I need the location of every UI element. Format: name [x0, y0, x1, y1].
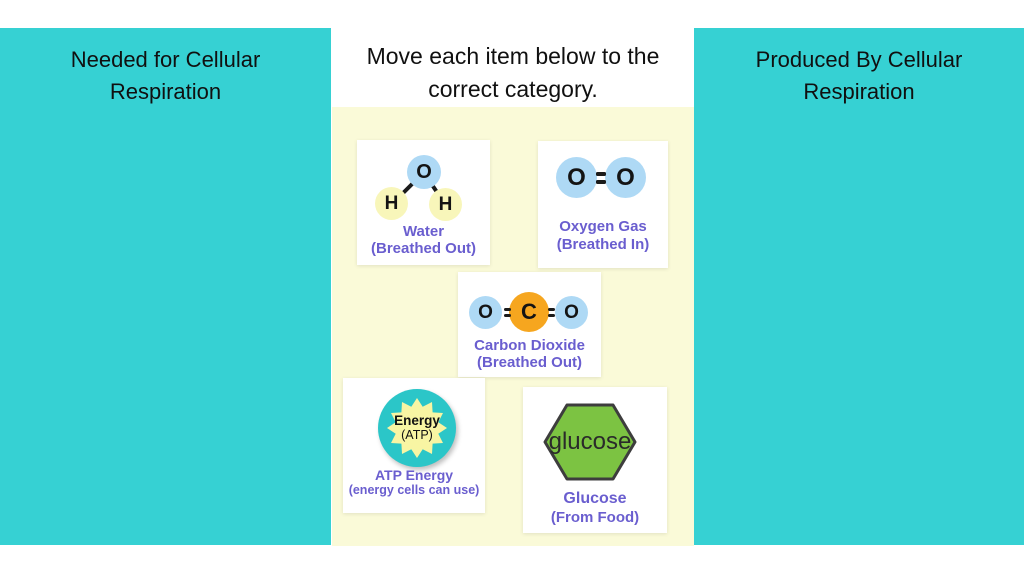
glucose-hexagon-icon: [543, 403, 637, 481]
oxygen-double-bond: [596, 172, 606, 176]
item-card-oxygen[interactable]: O O Oxygen Gas (Breathed In): [538, 141, 668, 268]
atp-energy-badge: Energy (ATP): [378, 389, 456, 467]
co2-double-bond-right: [548, 308, 555, 311]
atp-emblem-title: Energy: [394, 413, 440, 428]
water-hydrogen-atom-left: H: [375, 187, 408, 220]
atp-emblem-subtitle: (ATP): [401, 428, 433, 442]
oxygen-label: Oxygen Gas: [559, 218, 647, 235]
water-sublabel: (Breathed Out): [371, 240, 476, 257]
oxygen-atom-right: O: [605, 157, 646, 198]
item-card-atp[interactable]: Energy (ATP) ATP Energy (energy cells ca…: [343, 378, 485, 513]
glucose-label: Glucose: [563, 490, 627, 507]
glucose-hexagon-label: glucose: [548, 428, 632, 455]
water-hydrogen-atom-right: H: [429, 188, 462, 221]
co2-double-bond-right: [548, 314, 555, 317]
glucose-sublabel: (From Food): [550, 509, 640, 526]
water-oxygen-atom: O: [407, 155, 441, 189]
co2-carbon-atom: C: [509, 292, 549, 332]
oxygen-double-bond: [596, 180, 606, 184]
co2-label: Carbon Dioxide: [474, 337, 585, 354]
co2-double-bond-left: [504, 308, 511, 311]
co2-oxygen-atom-right: O: [555, 296, 588, 329]
starburst-icon: [387, 398, 447, 458]
item-card-carbon-dioxide[interactable]: O C O Carbon Dioxide (Breathed Out): [458, 272, 601, 377]
co2-oxygen-atom-left: O: [469, 296, 502, 329]
dropzone-needed-title: Needed for Cellular Respiration: [70, 47, 261, 104]
dropzone-produced[interactable]: Produced By Cellular Respiration: [694, 28, 1024, 545]
dropzone-needed[interactable]: Needed for Cellular Respiration: [0, 28, 331, 545]
instruction-text: Move each item below to the correct cate…: [366, 43, 660, 102]
co2-sublabel: (Breathed Out): [477, 354, 582, 371]
item-card-glucose[interactable]: glucose Glucose (From Food): [523, 387, 667, 533]
atp-emblem-text: Energy (ATP): [378, 389, 456, 467]
dropzone-produced-title: Produced By Cellular Respiration: [755, 47, 963, 104]
atp-label: ATP Energy: [374, 467, 454, 483]
item-card-water[interactable]: O H H Water (Breathed Out): [357, 140, 490, 265]
oxygen-atom-left: O: [556, 157, 597, 198]
water-label: Water: [402, 223, 445, 240]
co2-double-bond-left: [504, 314, 511, 317]
oxygen-sublabel: (Breathed In): [556, 236, 650, 253]
atp-sublabel: (energy cells can use): [348, 483, 480, 497]
